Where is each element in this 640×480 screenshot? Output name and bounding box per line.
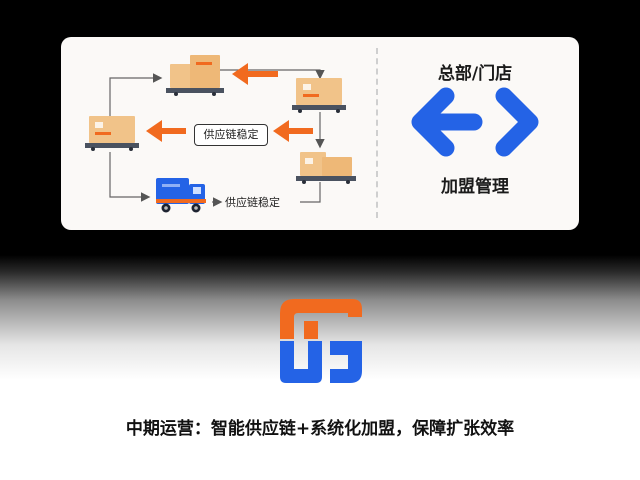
divider bbox=[376, 48, 378, 218]
pallet-bottom-right-icon bbox=[296, 152, 356, 184]
pallet-top-icon bbox=[166, 55, 224, 96]
hq-store-label: 总部/门店 bbox=[437, 64, 513, 84]
connector-top bbox=[216, 69, 325, 80]
caption: 中期运营：智能供应链+系统化加盟，保障扩张效率 bbox=[125, 419, 515, 439]
supply-chain-label: 供应链稳定 bbox=[225, 196, 280, 209]
bidirectional-arrows-icon bbox=[411, 87, 539, 157]
orange-arrow-mid-left-icon bbox=[146, 120, 186, 142]
connector-right-bottom bbox=[300, 182, 321, 203]
franchise-label: 加盟管理 bbox=[441, 177, 509, 197]
pallet-right-icon bbox=[292, 78, 346, 113]
connector-left-down bbox=[109, 152, 151, 202]
truck-icon bbox=[156, 178, 206, 213]
supply-chain-label-boxed: 供应链稳定 bbox=[194, 124, 268, 146]
orange-arrow-top-icon bbox=[232, 63, 278, 85]
connector-left-up bbox=[109, 73, 163, 116]
orange-arrow-mid-right-icon bbox=[273, 120, 313, 142]
brand-logo-icon bbox=[280, 299, 362, 383]
pallet-left-icon bbox=[85, 116, 139, 151]
